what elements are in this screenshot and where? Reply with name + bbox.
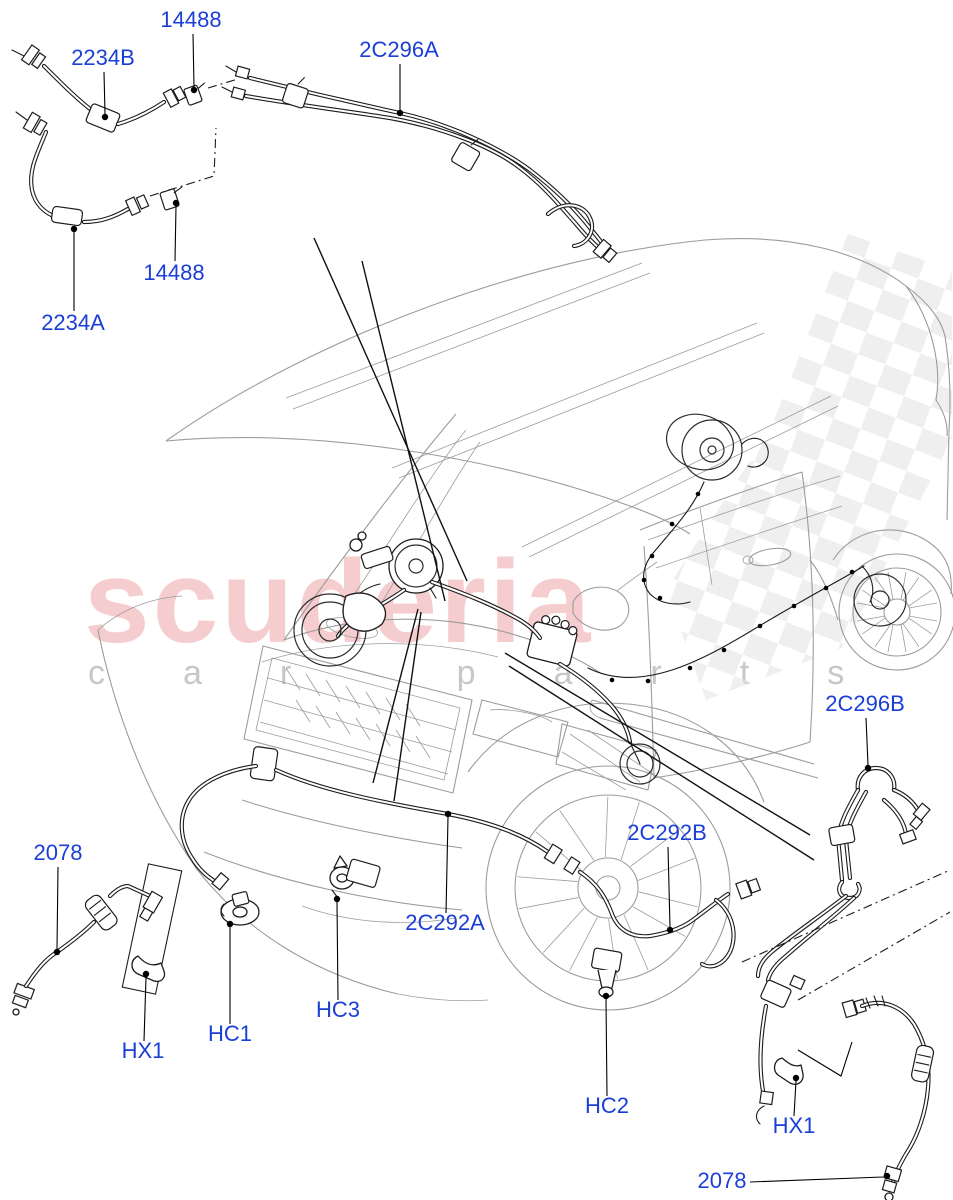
part-label-2c296a: 2C296A	[359, 37, 439, 62]
leader-dot-2c296a	[396, 109, 404, 117]
part-label-hx1-left: HX1	[122, 1038, 165, 1063]
location-lines	[313, 237, 815, 861]
pipe-2C296B	[741, 765, 951, 1125]
pipe-2C292B-core	[579, 871, 729, 938]
pipe-2234A-core	[83, 208, 129, 223]
leader-fork-hx1-right	[797, 1041, 853, 1077]
pipe-2C296B-core	[767, 897, 855, 981]
part-number-annotations: 14488 2234B 2C296A 14488 2234A 2C296B 2078 2C29…	[34, 7, 905, 1193]
leader-dot-2078-left	[53, 948, 61, 956]
pipe-2C296B-core	[759, 1005, 767, 1097]
leader-dot-hc2	[602, 992, 610, 1000]
leader-line-2078-right	[749, 1176, 884, 1183]
clip-14488-mid	[149, 127, 217, 211]
leader-line-2c296b	[865, 717, 869, 766]
watermark-title: scuderia	[84, 536, 593, 668]
hose-2078-right-core	[861, 1001, 930, 1183]
rear-brake-pipe-run	[587, 565, 907, 684]
hose-2078-left	[11, 863, 183, 1016]
leader-dot-2078-right	[883, 1172, 891, 1180]
part-label-2c296b: 2C296B	[825, 691, 905, 716]
pipe-2C296B-core	[883, 799, 907, 835]
part-label-2078-left: 2078	[34, 840, 83, 865]
leader-dot-hc3	[333, 895, 341, 903]
pipe-2C292B-core	[701, 899, 735, 968]
part-label-2c292a: 2C292A	[405, 910, 485, 935]
part-label-hx1-right: HX1	[773, 1113, 816, 1138]
leader-line-hx1-right	[793, 1080, 797, 1117]
leader-line-hc3	[336, 901, 339, 1001]
front-right-brake-caliper	[619, 743, 661, 785]
part-label-hc1: HC1	[208, 1021, 252, 1046]
part-label-2234a: 2234A	[41, 310, 105, 335]
leader-dot-hx1-left	[142, 970, 150, 978]
pipe-2C296B-core	[893, 789, 919, 811]
part-label-2c292b: 2C292B	[627, 820, 707, 845]
pipe-2C296B-core	[757, 895, 847, 977]
pipe-2C292A-core	[275, 769, 549, 853]
clip-HC3	[329, 855, 381, 899]
leader-dot-hx1-right	[792, 1074, 800, 1082]
leader-line-2c292a	[445, 816, 449, 914]
leader-line-2078-left	[56, 866, 59, 950]
part-label-hc2: HC2	[585, 1093, 629, 1118]
part-label-14488-mid: 14488	[143, 260, 204, 285]
pipe-2234A	[15, 111, 150, 227]
clip-HC2	[591, 947, 623, 998]
checkered-flag-watermark	[666, 234, 952, 700]
brake-parts	[11, 44, 951, 1200]
engine-bay-pipes-core	[431, 581, 541, 639]
leader-line-hc2	[605, 998, 608, 1097]
leader-dot-14488-mid	[172, 199, 180, 207]
leader-dot-hc1	[226, 920, 234, 928]
pipe-2234A-core	[30, 131, 59, 219]
part-label-14488-top: 14488	[160, 7, 221, 32]
part-label-hc3: HC3	[316, 997, 360, 1022]
pipe-2C292B	[577, 869, 762, 969]
hose-2078-left-core	[109, 885, 151, 897]
abs-module	[526, 615, 578, 667]
leader-line-14488-mid	[174, 205, 177, 262]
hose-2078-right	[841, 995, 935, 1200]
bracket-HX1-left	[131, 955, 166, 983]
part-label-2078-right: 2078	[698, 1168, 747, 1193]
pipe-2234B-core	[43, 65, 95, 113]
leader-dot-2c292b	[666, 926, 674, 934]
bracket-HX1-right	[773, 1057, 804, 1085]
engine-bay-pipes-core	[559, 663, 631, 743]
vehicle-outline	[97, 238, 953, 1011]
clip-14488-top	[183, 78, 239, 106]
pipe-2C292A	[179, 746, 581, 891]
leader-dot-2c296b	[864, 764, 872, 772]
leader-dot-2c292a	[444, 810, 452, 818]
pipe-2C296B-core	[856, 767, 896, 791]
front-left-brake-disc	[293, 592, 387, 667]
part-label-2234b: 2234B	[71, 45, 135, 70]
clip-HC1	[220, 891, 260, 926]
leader-line-hx1-left	[143, 976, 147, 1042]
pipe-2234B-core	[117, 101, 165, 125]
leader-line-2234b	[103, 71, 106, 115]
leader-dot-2234b	[101, 113, 109, 121]
pipe-2C296A-core	[245, 95, 605, 253]
hose-2078-left-core	[25, 921, 95, 987]
leader-line-2c292b	[667, 846, 671, 928]
leader-dot-14488-top	[190, 86, 198, 94]
pipe-2C296B-core	[838, 881, 861, 899]
leader-line-14488-top	[192, 33, 195, 88]
pipe-2C296A	[221, 65, 618, 264]
pipe-2C296A-core	[547, 204, 593, 247]
leader-dot-2234a	[70, 225, 78, 233]
rear-drum-brake	[641, 413, 769, 605]
pipe-2C292A-core	[180, 765, 257, 883]
